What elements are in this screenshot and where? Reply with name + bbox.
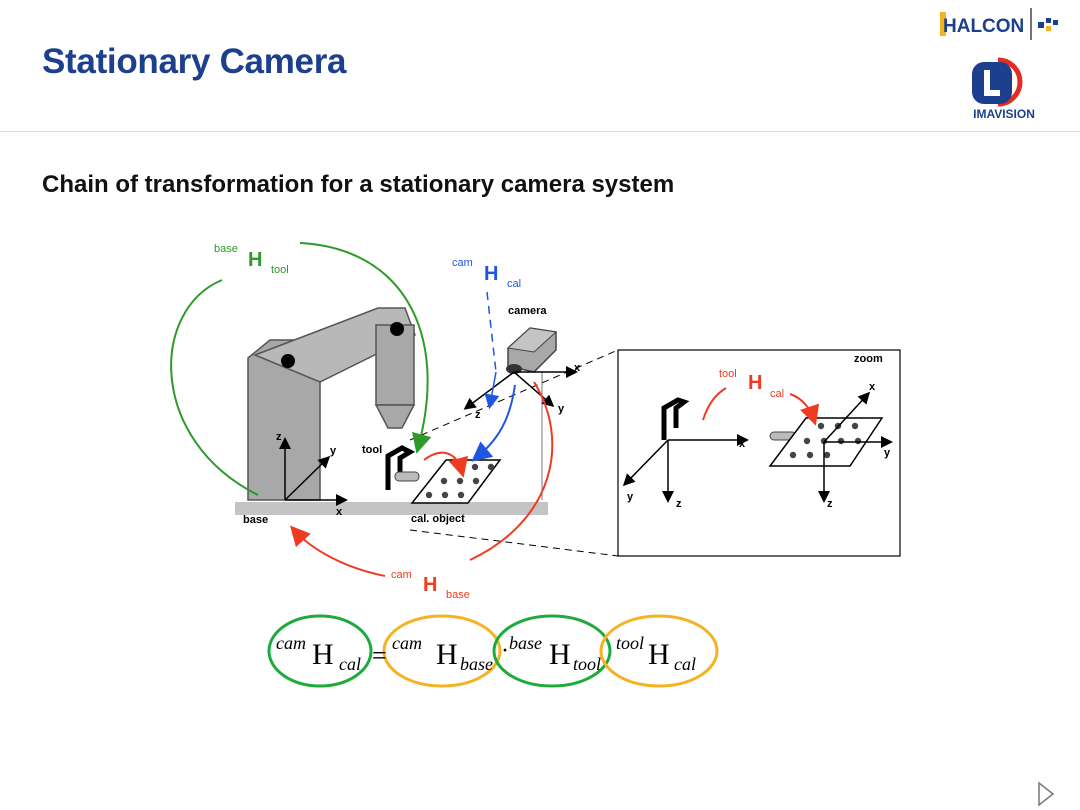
base-axis-z: z: [276, 431, 282, 443]
svg-text:tool: tool: [573, 654, 601, 674]
label-camera: camera: [508, 305, 547, 317]
arrow-base-tool: [170, 242, 427, 496]
equation-equals: =: [372, 641, 387, 670]
robot-arm: [247, 307, 416, 501]
label-h-cam-base: cam H base: [391, 569, 470, 601]
label-tool: tool: [362, 444, 382, 456]
calibration-plate: [410, 459, 502, 504]
svg-text:H: H: [648, 638, 670, 671]
imavision-logo-text: IMAVISION: [973, 107, 1035, 121]
camera-body: [506, 327, 558, 500]
slide-title: Stationary Camera: [42, 42, 347, 81]
svg-text:base: base: [460, 654, 493, 674]
svg-text:base: base: [214, 243, 238, 255]
svg-text:cam: cam: [392, 633, 422, 653]
svg-text:cal: cal: [507, 278, 521, 290]
svg-text:tool: tool: [616, 633, 644, 653]
equation-term-base-tool: base H tool: [509, 633, 601, 674]
zoom-cal-axis-z: z: [827, 498, 833, 510]
ground-plate: [235, 502, 548, 515]
svg-text:cal: cal: [674, 654, 696, 674]
svg-text:tool: tool: [271, 264, 289, 276]
triangle-right-icon[interactable]: [1036, 780, 1056, 808]
base-axis-x: x: [336, 506, 343, 518]
camera-axis-y: y: [558, 403, 565, 415]
label-h-cam-cal: cam H cal: [452, 257, 521, 290]
arrow-tool-cal: [702, 387, 727, 421]
svg-text:cam: cam: [452, 257, 473, 269]
svg-text:H: H: [436, 638, 458, 671]
tool-gripper: [385, 445, 420, 490]
zoom-tool-axes: [622, 434, 749, 503]
svg-text:cal: cal: [770, 388, 784, 400]
halcon-logo: HALCON: [940, 8, 1058, 40]
svg-text:cam: cam: [276, 633, 306, 653]
label-h-base-tool: base H tool: [214, 243, 289, 276]
svg-text:tool: tool: [719, 368, 737, 380]
arrow-cam-base: [294, 381, 554, 577]
zoom-cal-axis-x: x: [869, 381, 876, 393]
label-h-tool-cal: tool H cal: [719, 368, 784, 400]
svg-text:cal: cal: [339, 654, 361, 674]
zoom-tool-axis-z: z: [676, 498, 682, 510]
svg-text:H: H: [312, 638, 334, 671]
svg-text:cam: cam: [391, 569, 412, 581]
label-base: base: [243, 514, 268, 526]
arrow-cam-cal: [471, 384, 516, 462]
imavision-logo: IMAVISION: [972, 57, 1035, 121]
equation-term-tool-cal: tool H cal: [616, 633, 696, 674]
svg-text:H: H: [423, 574, 437, 596]
equation-dot: ·: [501, 638, 509, 664]
svg-text:H: H: [748, 372, 762, 394]
zoom-tool-axis-x: x: [739, 438, 746, 450]
base-axis-y: y: [330, 445, 337, 457]
svg-text:H: H: [248, 249, 262, 271]
label-zoom: zoom: [854, 353, 883, 365]
equation-term-cam-base: cam H base: [392, 633, 493, 674]
svg-text:H: H: [484, 263, 498, 285]
equation: cam H cal = cam H base · base H tool too…: [267, 614, 719, 688]
halcon-logo-text: HALCON: [943, 16, 1024, 37]
slide-subtitle: Chain of transformation for a stationary…: [42, 171, 675, 198]
zoom-cal-axis-y: y: [884, 447, 891, 459]
header-divider: [0, 131, 1080, 132]
camera-axis-z: z: [475, 409, 481, 421]
svg-text:base: base: [446, 589, 470, 601]
base-axes: [279, 437, 348, 506]
camera-axes: [463, 366, 578, 410]
svg-text:H: H: [549, 638, 571, 671]
zoom-cal-axes: [818, 391, 893, 503]
zoom-tool-axis-y: y: [627, 491, 634, 503]
zoom-tool-gripper: [661, 397, 690, 440]
equation-lhs: cam H cal: [276, 633, 361, 674]
label-cal-object: cal. object: [411, 513, 465, 525]
svg-text:base: base: [509, 633, 542, 653]
